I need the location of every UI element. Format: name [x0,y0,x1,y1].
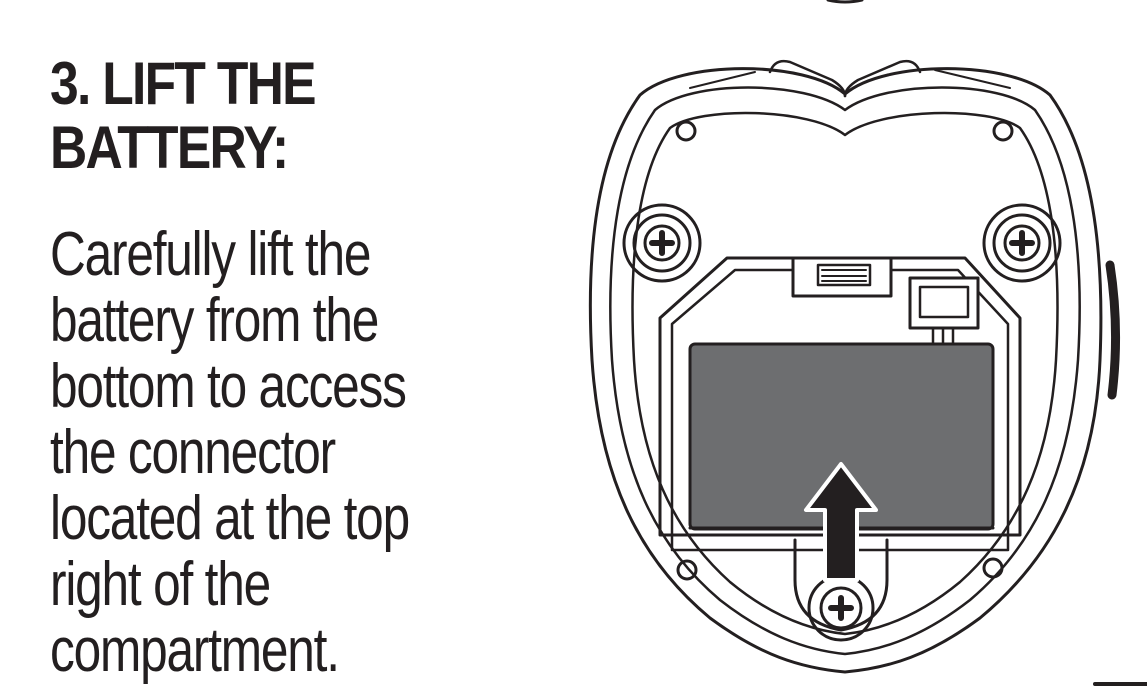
instruction-line: battery from the [50,286,379,355]
instruction-line: located at the top [50,484,410,553]
instruction-line: Carefully lift the [50,220,371,289]
housing-holes [675,120,1014,581]
instruction-line: bottom to access [50,352,407,421]
step-title-line: BATTERY: [50,114,289,181]
left-screw-icon [622,203,702,283]
device-underside-illustration [588,0,1147,686]
arrow-up-icon [804,462,878,582]
battery-compartment [658,256,1022,552]
step-title: 3. LIFT THE BATTERY: [50,52,497,180]
step-instructions: Carefully lift the battery from the bott… [50,222,498,684]
right-screw-icon [982,203,1062,283]
device-housing [588,59,1103,674]
instruction-line: the connector [50,418,336,487]
background-edges [826,0,1147,686]
instruction-line: right of the [50,550,271,619]
bottom-screw-icon [793,538,889,642]
battery-connector [908,276,980,346]
compartment-latch [791,256,893,298]
instruction-line: compartment. [50,616,340,685]
step-title-line: 3. LIFT THE [50,50,317,117]
